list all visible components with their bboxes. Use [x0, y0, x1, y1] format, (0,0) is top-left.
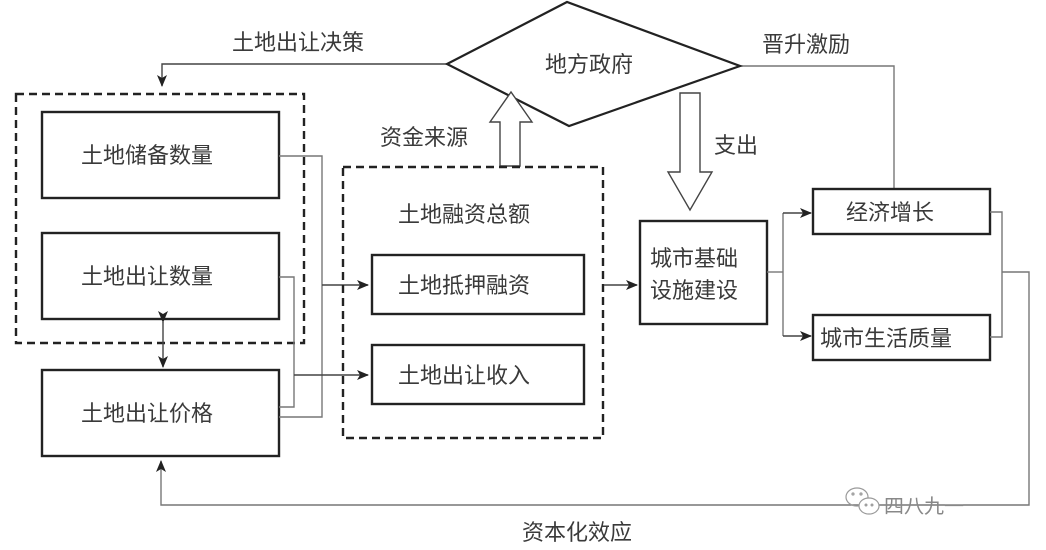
funding-source-label: 资金来源: [380, 126, 468, 151]
expenditure-arrow: [666, 92, 714, 212]
reserve-to-mortgage-connector: [279, 155, 323, 418]
funding-source-arrow: [488, 90, 534, 167]
urban-quality-node: 城市生活质量: [811, 313, 992, 362]
urban-quality-label: 城市生活质量: [820, 327, 952, 352]
economic-growth-node: 经济增长: [811, 187, 992, 236]
transfer-price-node: 土地出让价格: [40, 368, 281, 458]
wechat-icon: [845, 487, 880, 515]
land-decision-connector: [157, 63, 448, 87]
wechat-watermark: 四八九一: [845, 487, 964, 518]
land-financing-title: 土地融资总额: [398, 203, 530, 228]
promotion-incentive-label: 晋升激励: [762, 33, 850, 58]
outcomes-merge-connector: [990, 211, 1003, 338]
infrastructure-node: 城市基础 设施建设: [638, 219, 769, 326]
mortgage-financing-node: 土地抵押融资: [370, 253, 586, 316]
mortgage-financing-label: 土地抵押融资: [398, 274, 530, 299]
promotion-incentive-connector: [740, 65, 895, 190]
transfer-price-label: 土地出让价格: [81, 402, 213, 427]
reserve-quantity-label: 土地储备数量: [81, 144, 213, 169]
expenditure-label: 支出: [714, 134, 758, 159]
transfer-quantity-node: 土地出让数量: [40, 231, 281, 321]
capitalization-effect-label: 资本化效应: [522, 521, 632, 546]
infrastructure-label-line1: 城市基础: [650, 247, 738, 272]
quantity-to-income-connector: [279, 276, 295, 408]
transfer-income-node: 土地出让收入: [370, 343, 586, 406]
capitalization-effect-connector: [156, 271, 1030, 506]
infrastructure-label-line2: 设施建设: [650, 279, 738, 304]
reserve-quantity-node: 土地储备数量: [40, 110, 281, 200]
local-government-label: 地方政府: [545, 53, 633, 78]
economic-growth-label: 经济增长: [846, 201, 934, 226]
watermark-text: 四八九一: [884, 494, 964, 518]
land-decision-label: 土地出让决策: [232, 31, 364, 56]
transfer-income-label: 土地出让收入: [398, 364, 530, 389]
transfer-quantity-label: 土地出让数量: [81, 265, 213, 290]
land-financing-group: [341, 165, 605, 440]
local-government-node: 地方政府: [444, 0, 744, 128]
